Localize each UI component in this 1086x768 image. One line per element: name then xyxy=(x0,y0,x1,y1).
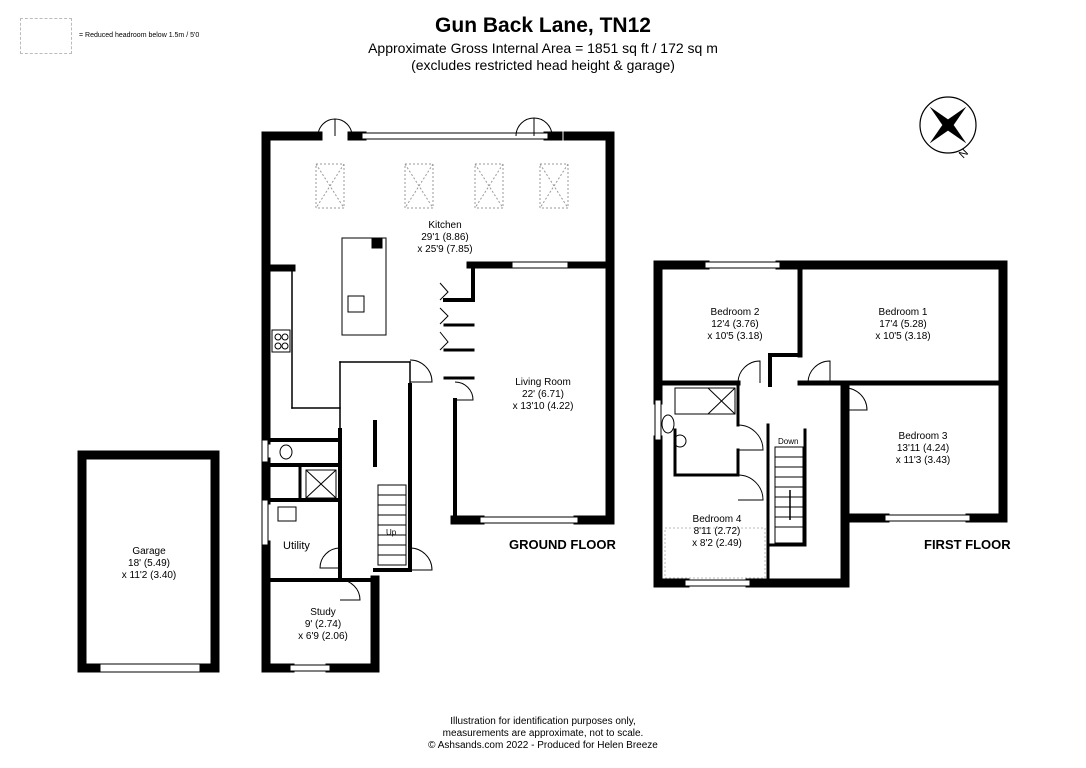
page-title: Gun Back Lane, TN12 xyxy=(435,14,651,37)
room-label-living: Living Room 22' (6.71) x 13'10 (4.22) xyxy=(488,377,598,413)
ground-floor-walls xyxy=(261,131,615,673)
first-floor-windows xyxy=(654,261,971,587)
bed3-dim1: 13'11 (4.24) xyxy=(896,443,950,454)
ground-floor-label: GROUND FLOOR xyxy=(509,537,616,552)
first-floor-stairs xyxy=(774,446,804,544)
study-dim2: x 6'9 (2.06) xyxy=(298,631,348,642)
living-dim1: 22' (6.71) xyxy=(522,389,564,400)
reduced-headroom-legend-text: = Reduced headroom below 1.5m / 5'0 xyxy=(79,32,200,39)
bed4-dim1: 8'11 (2.72) xyxy=(693,526,741,537)
room-label-bedroom1: Bedroom 1 17'4 (5.28) x 10'5 (3.18) xyxy=(848,307,958,343)
stairs-down-label: Down xyxy=(778,437,799,446)
bed4-name: Bedroom 4 xyxy=(692,514,742,525)
kitchen-name: Kitchen xyxy=(428,220,462,231)
ground-floor-doors xyxy=(317,117,553,601)
bed2-dim2: x 10'5 (3.18) xyxy=(707,331,763,342)
bed1-dim1: 17'4 (5.28) xyxy=(879,319,927,330)
ground-floor-stairs xyxy=(377,484,407,566)
ground-floor-sanitaryware xyxy=(277,444,337,522)
first-floor-bathroom xyxy=(661,387,736,448)
first-floor-walls xyxy=(653,260,1008,588)
ground-floor-windows xyxy=(261,132,579,672)
reduced-headroom-legend-swatch xyxy=(20,18,72,54)
bedroom4-reduced-headroom xyxy=(664,527,766,579)
footer-disclaimer-2: measurements are approximate, not to sca… xyxy=(442,728,644,739)
bed3-name: Bedroom 3 xyxy=(898,431,948,442)
room-label-bedroom2: Bedroom 2 12'4 (3.76) x 10'5 (3.18) xyxy=(680,307,790,343)
kitchen-roof-lights xyxy=(315,163,569,209)
garage-dim2: x 11'2 (3.40) xyxy=(121,570,177,581)
garage-name: Garage xyxy=(132,546,166,557)
bed4-dim2: x 8'2 (2.49) xyxy=(692,538,742,549)
kitchen-dim1: 29'1 (8.86) xyxy=(421,232,469,243)
study-dim1: 9' (2.74) xyxy=(304,619,342,630)
bed1-dim2: x 10'5 (3.18) xyxy=(875,331,931,342)
room-label-kitchen: Kitchen 29'1 (8.86) x 25'9 (7.85) xyxy=(390,220,500,256)
garage-door xyxy=(99,663,201,673)
first-floor-doors xyxy=(737,360,868,501)
bed1-name: Bedroom 1 xyxy=(878,307,928,318)
footer-copyright: © Ashsands.com 2022 - Produced for Helen… xyxy=(428,740,658,751)
bed3-dim2: x 11'3 (3.43) xyxy=(895,455,951,466)
kitchen-dim2: x 25'9 (7.85) xyxy=(417,244,473,255)
living-dim2: x 13'10 (4.22) xyxy=(512,401,574,412)
room-label-bedroom3: Bedroom 3 13'11 (4.24) x 11'3 (3.43) xyxy=(868,431,978,467)
study-name: Study xyxy=(310,607,336,618)
garage-dim1: 18' (5.49) xyxy=(128,558,170,569)
kitchen-fixtures xyxy=(271,237,449,353)
room-label-garage: Garage 18' (5.49) x 11'2 (3.40) xyxy=(94,546,204,582)
footer-disclaimer-1: Illustration for identification purposes… xyxy=(450,716,636,727)
compass-rose-icon xyxy=(919,96,977,154)
bed2-name: Bedroom 2 xyxy=(710,307,760,318)
utility-name: Utility xyxy=(283,540,310,552)
living-name: Living Room xyxy=(515,377,571,388)
area-subtitle: Approximate Gross Internal Area = 1851 s… xyxy=(368,40,718,56)
stairs-up-label: Up xyxy=(386,528,397,537)
room-label-study: Study 9' (2.74) x 6'9 (2.06) xyxy=(278,607,368,643)
room-label-bedroom4: Bedroom 4 8'11 (2.72) x 8'2 (2.49) xyxy=(662,514,772,550)
excludes-subtitle: (excludes restricted head height & garag… xyxy=(411,57,675,73)
first-floor-label: FIRST FLOOR xyxy=(924,537,1011,552)
bed2-dim1: 12'4 (3.76) xyxy=(711,319,759,330)
